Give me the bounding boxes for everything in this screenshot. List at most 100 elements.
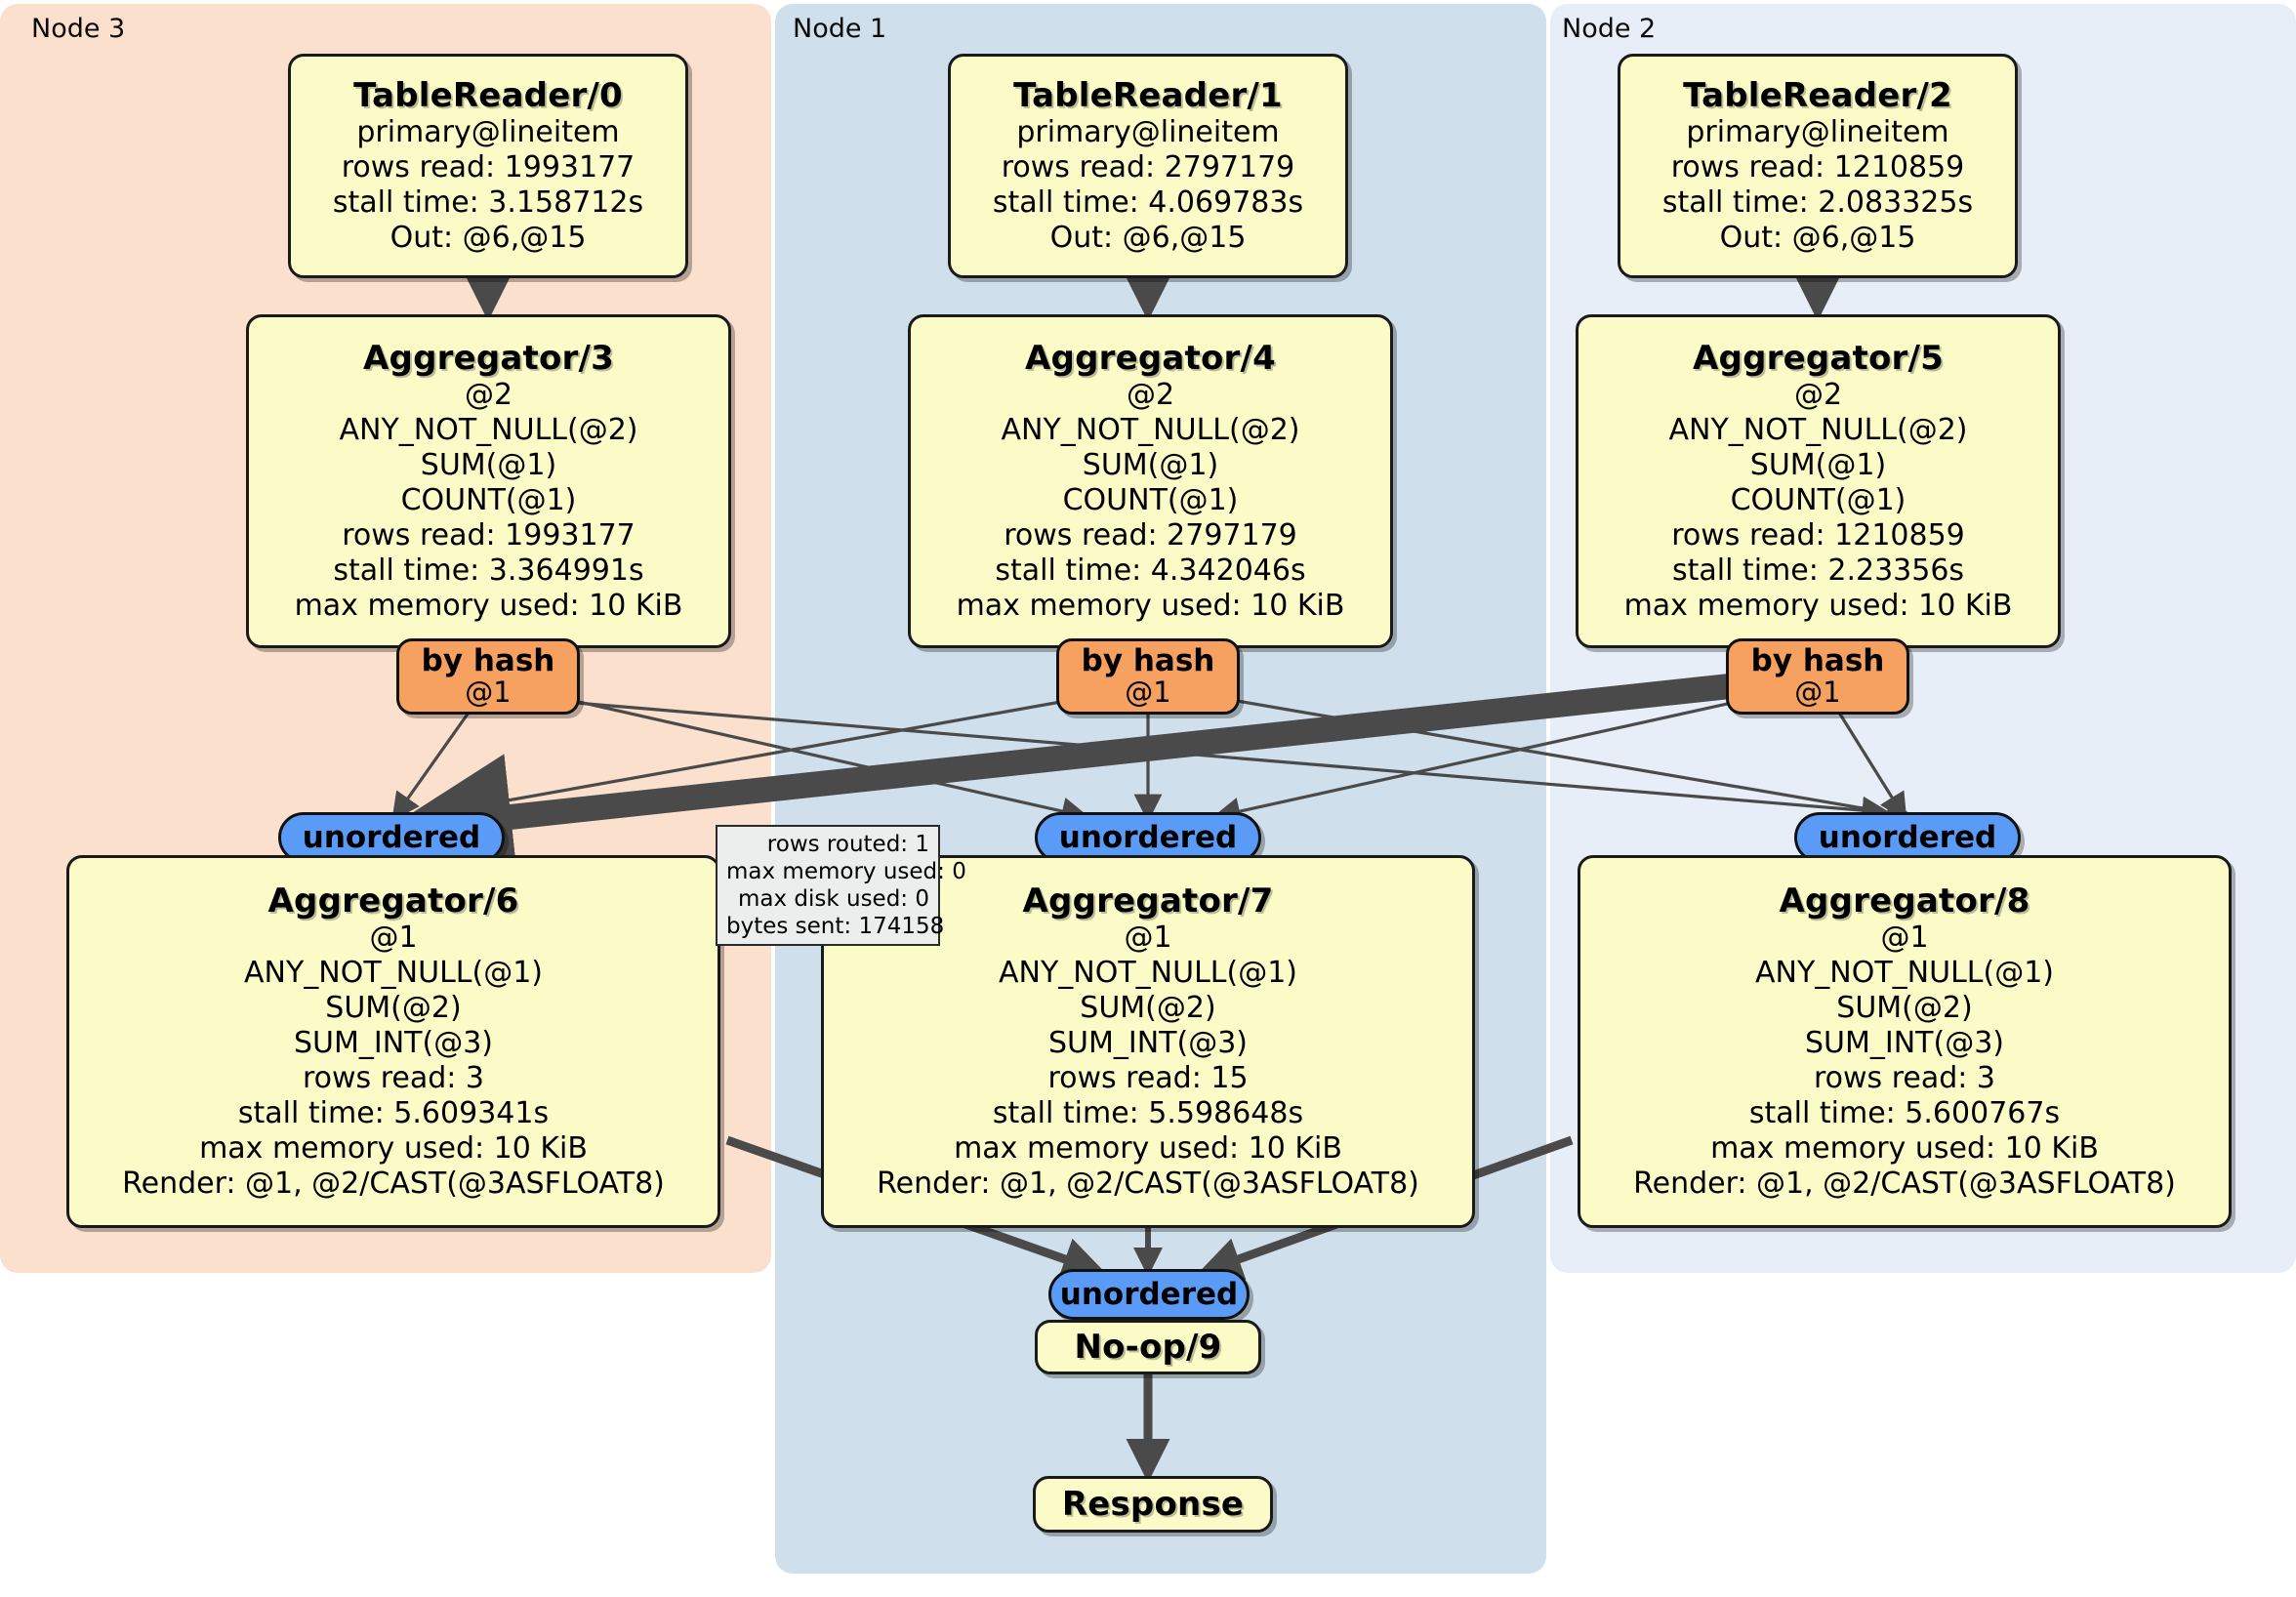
cluster-label-node2: Node 2 [1562, 14, 1657, 44]
processor-detail: SUM(@1) [1749, 448, 1887, 483]
processor-detail: stall time: 5.609341s [237, 1096, 550, 1131]
processor-aggregator-5[interactable]: Aggregator/5 @2 ANY_NOT_NULL(@2) SUM(@1)… [1576, 314, 2061, 648]
router-by-hash-4[interactable]: by hash @1 [1056, 638, 1240, 715]
processor-detail: rows read: 1210859 [1671, 518, 1965, 553]
router-by-hash-5[interactable]: by hash @1 [1726, 638, 1909, 715]
processor-detail: stall time: 5.598648s [992, 1096, 1304, 1131]
router-column-label: @1 [1794, 676, 1841, 710]
processor-detail: rows read: 2797179 [1004, 518, 1297, 553]
processor-detail: max memory used: 10 KiB [1623, 589, 2013, 624]
edge-hash5-unord8 [1837, 712, 1907, 822]
processor-detail: ANY_NOT_NULL(@2) [339, 413, 638, 448]
processor-detail: COUNT(@1) [400, 483, 577, 518]
processor-detail: primary@lineitem [1016, 115, 1280, 150]
synchronizer-label: unordered [1058, 819, 1238, 855]
processor-detail: @1 [1124, 921, 1172, 956]
processor-aggregator-3[interactable]: Aggregator/3 @2 ANY_NOT_NULL(@2) SUM(@1)… [246, 314, 731, 648]
processor-detail: Render: @1, @2/CAST(@3ASFLOAT8) [1633, 1167, 2176, 1202]
processor-detail: stall time: 2.083325s [1661, 185, 1974, 221]
processor-tablereader-1[interactable]: TableReader/1 primary@lineitem rows read… [948, 54, 1348, 278]
router-column-label: @1 [1125, 676, 1171, 710]
processor-detail: max memory used: 10 KiB [199, 1131, 588, 1167]
processor-detail: ANY_NOT_NULL(@1) [244, 956, 543, 991]
processor-aggregator-8[interactable]: Aggregator/8 @1 ANY_NOT_NULL(@1) SUM(@2)… [1578, 855, 2232, 1228]
processor-detail: SUM(@2) [325, 991, 462, 1026]
router-by-hash-3[interactable]: by hash @1 [396, 638, 580, 715]
synchronizer-label: unordered [1059, 1276, 1239, 1312]
processor-title: Aggregator/6 [267, 880, 519, 921]
synchronizer-unordered-8[interactable]: unordered [1794, 812, 2021, 863]
processor-title: Aggregator/3 [363, 338, 614, 378]
processor-tablereader-2[interactable]: TableReader/2 primary@lineitem rows read… [1618, 54, 2018, 278]
stat-max-memory-used: max memory used: 0 [726, 859, 966, 885]
processor-detail: @1 [369, 921, 418, 956]
processor-title: Aggregator/4 [1025, 338, 1276, 378]
edge-hash3-unord6 [391, 712, 471, 822]
processor-detail: ANY_NOT_NULL(@1) [999, 956, 1297, 991]
processor-title: Aggregator/8 [1779, 880, 2030, 921]
processor-detail: @2 [1126, 378, 1175, 413]
processor-noop-9[interactable]: No-op/9 [1035, 1320, 1261, 1374]
synchronizer-label: unordered [1818, 819, 1997, 855]
processor-detail: ANY_NOT_NULL(@2) [1001, 413, 1300, 448]
router-type-label: by hash [1750, 643, 1885, 678]
processor-detail: primary@lineitem [356, 115, 620, 150]
synchronizer-label: unordered [302, 819, 481, 855]
router-column-label: @1 [465, 676, 512, 710]
stat-max-disk-used: max disk used: 0 [737, 886, 929, 913]
cluster-label-node1: Node 1 [793, 14, 887, 44]
processor-detail: stall time: 4.069783s [992, 185, 1304, 221]
edge-hash4-unord8 [1202, 693, 1915, 827]
processor-title: Aggregator/5 [1693, 338, 1944, 378]
processor-title: Response [1061, 1484, 1245, 1524]
processor-detail: max memory used: 10 KiB [956, 589, 1345, 624]
cluster-label-node3: Node 3 [31, 14, 126, 44]
processor-detail: Render: @1, @2/CAST(@3ASFLOAT8) [122, 1167, 665, 1202]
processor-detail: max memory used: 10 KiB [1710, 1131, 2099, 1167]
processor-detail: COUNT(@1) [1062, 483, 1239, 518]
processor-detail: primary@lineitem [1686, 115, 1949, 150]
processor-response[interactable]: Response [1033, 1476, 1273, 1533]
edge-hash3-unord7 [548, 693, 1090, 826]
processor-detail: stall time: 3.364991s [333, 553, 644, 589]
processor-detail: max memory used: 10 KiB [954, 1131, 1342, 1167]
processor-detail: stall time: 5.600767s [1748, 1096, 2061, 1131]
processor-detail: SUM_INT(@3) [1048, 1026, 1248, 1061]
processor-title: TableReader/1 [1013, 75, 1283, 115]
stat-rows-routed: rows routed: 1 [766, 832, 929, 857]
stream-stats-box: rows routed: 1 max memory used: 0 max di… [716, 825, 966, 946]
processor-detail: ANY_NOT_NULL(@2) [1668, 413, 1968, 448]
router-type-label: by hash [421, 643, 555, 678]
processor-detail: Out: @6,@15 [390, 221, 587, 256]
processor-detail: SUM(@2) [1080, 991, 1216, 1026]
edge-hash5-unord7 [1211, 693, 1768, 826]
processor-detail: rows read: 3 [302, 1061, 485, 1096]
processor-detail: SUM(@1) [420, 448, 557, 483]
processor-aggregator-4[interactable]: Aggregator/4 @2 ANY_NOT_NULL(@2) SUM(@1)… [908, 314, 1393, 648]
processor-detail: stall time: 3.158712s [332, 185, 644, 221]
processor-detail: rows read: 2797179 [1001, 150, 1295, 185]
processor-detail: SUM(@1) [1082, 448, 1219, 483]
processor-aggregator-6[interactable]: Aggregator/6 @1 ANY_NOT_NULL(@1) SUM(@2)… [66, 855, 720, 1228]
processor-detail: max memory used: 10 KiB [294, 589, 683, 624]
processor-detail: SUM_INT(@3) [294, 1026, 493, 1061]
router-type-label: by hash [1081, 643, 1215, 678]
processor-detail: ANY_NOT_NULL(@1) [1755, 956, 2054, 991]
processor-detail: COUNT(@1) [1730, 483, 1906, 518]
processor-detail: Render: @1, @2/CAST(@3ASFLOAT8) [877, 1167, 1419, 1202]
edge-hash5-unord6 [385, 671, 1759, 880]
processor-title: TableReader/2 [1683, 75, 1952, 115]
processor-detail: @1 [1880, 921, 1929, 956]
processor-detail: rows read: 1993177 [341, 150, 636, 185]
stat-bytes-sent: bytes sent: 174158 [726, 914, 945, 940]
processor-detail: SUM_INT(@3) [1805, 1026, 2004, 1061]
processor-tablereader-0[interactable]: TableReader/0 primary@lineitem rows read… [288, 54, 688, 278]
processor-title: TableReader/0 [353, 75, 623, 115]
synchronizer-unordered-9[interactable]: unordered [1048, 1269, 1250, 1320]
processor-detail: @2 [1793, 378, 1843, 413]
processor-detail: SUM(@2) [1836, 991, 1973, 1026]
processor-detail: @2 [464, 378, 513, 413]
processor-detail: rows read: 1210859 [1670, 150, 1965, 185]
processor-detail: Out: @6,@15 [1719, 221, 1916, 256]
